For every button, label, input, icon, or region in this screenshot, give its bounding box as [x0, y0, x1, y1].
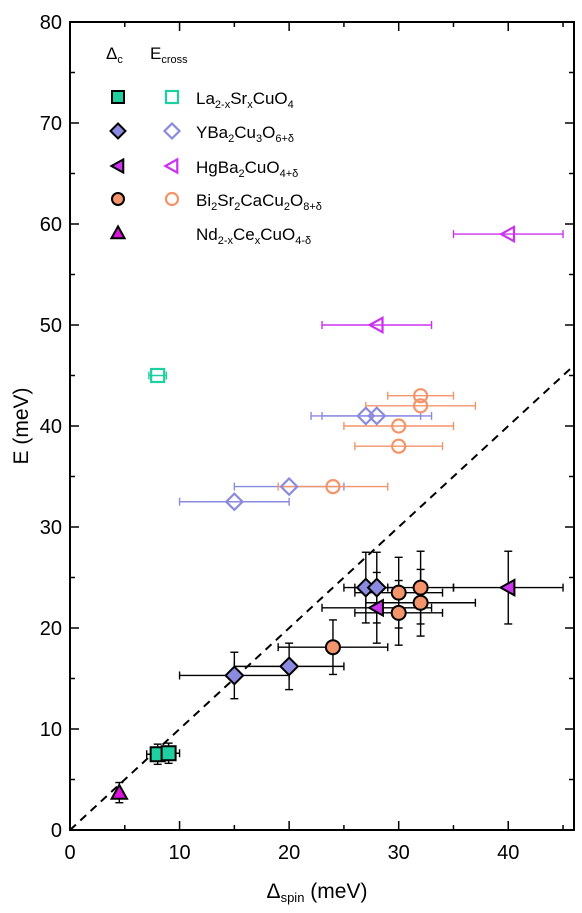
open-point-error	[452, 230, 564, 239]
x-axis-label: Δspin (meV)	[267, 880, 368, 905]
legend-marker-open	[162, 121, 182, 141]
reference-line	[70, 364, 574, 830]
open-point-error	[321, 321, 433, 329]
filled-point	[366, 577, 387, 598]
open-point	[367, 406, 387, 426]
legend-header-delta-c: Δc	[106, 44, 123, 66]
y-axis-label: E (meV)	[10, 387, 33, 464]
legend-label: Bi2Sr2CaCu2O8+δ	[196, 191, 322, 213]
open-point	[150, 367, 166, 384]
y-tick-label: 10	[40, 719, 62, 741]
filled-point	[498, 578, 516, 597]
filled-point	[390, 584, 407, 601]
open-point	[413, 398, 429, 414]
legend-marker-filled	[111, 192, 125, 206]
x-tick-label: 0	[64, 842, 75, 864]
y-tick-label: 80	[40, 12, 62, 34]
open-point-error	[321, 411, 433, 420]
y-tick-label: 50	[40, 315, 62, 337]
y-tick-label: 30	[40, 517, 62, 539]
filled-point	[160, 745, 177, 762]
open-point	[391, 438, 407, 454]
legend-label: YBa2Cu3O6+δ	[196, 123, 294, 145]
open-point	[391, 418, 407, 434]
y-tick-label: 70	[40, 113, 62, 135]
y-tick-label: 0	[51, 820, 62, 842]
open-point-error	[387, 391, 455, 400]
filled-point	[324, 639, 341, 656]
legend-marker-open	[164, 89, 180, 105]
filled-point	[390, 604, 407, 621]
y-tick-label: 20	[40, 618, 62, 640]
open-point	[325, 479, 341, 495]
legend: Δc EcrossLa2-xSrxCuO4YBa2Cu3O6+δHgBa2CuO4…	[106, 44, 322, 247]
legend-marker-filled	[109, 224, 127, 240]
open-point-error	[354, 442, 444, 451]
legend-marker-filled	[109, 157, 125, 175]
x-tick-label: 30	[388, 842, 410, 864]
filled-point	[412, 594, 429, 611]
legend-label: HgBa2CuO4+δ	[196, 158, 298, 180]
open-point	[413, 388, 429, 404]
open-point	[498, 225, 516, 244]
x-tick-label: 10	[168, 842, 190, 864]
legend-label: La2-xSrxCuO4	[196, 89, 294, 111]
open-point	[224, 492, 245, 512]
x-tick-label: 40	[497, 842, 519, 864]
legend-marker-filled	[111, 90, 125, 104]
legend-marker-open	[164, 191, 180, 207]
legend-marker-open	[163, 157, 179, 175]
filled-point	[278, 656, 300, 677]
plot-frame	[69, 21, 575, 831]
open-point	[279, 476, 299, 497]
open-point	[367, 315, 384, 335]
x-tick-label: 20	[278, 842, 300, 864]
open-point-error	[343, 422, 455, 430]
legend-header-e-cross: Ecross	[150, 44, 188, 66]
filled-point	[367, 598, 384, 618]
y-tick-label: 40	[40, 416, 62, 438]
legend-label: Nd2-xCexCuO4-δ	[196, 225, 311, 247]
filled-point	[224, 665, 245, 686]
filled-point	[109, 782, 129, 800]
plot-layer	[70, 225, 574, 830]
y-tick-label: 60	[40, 214, 62, 236]
open-point-error	[178, 497, 290, 506]
legend-marker-filled	[109, 122, 127, 140]
filled-point	[412, 579, 429, 596]
